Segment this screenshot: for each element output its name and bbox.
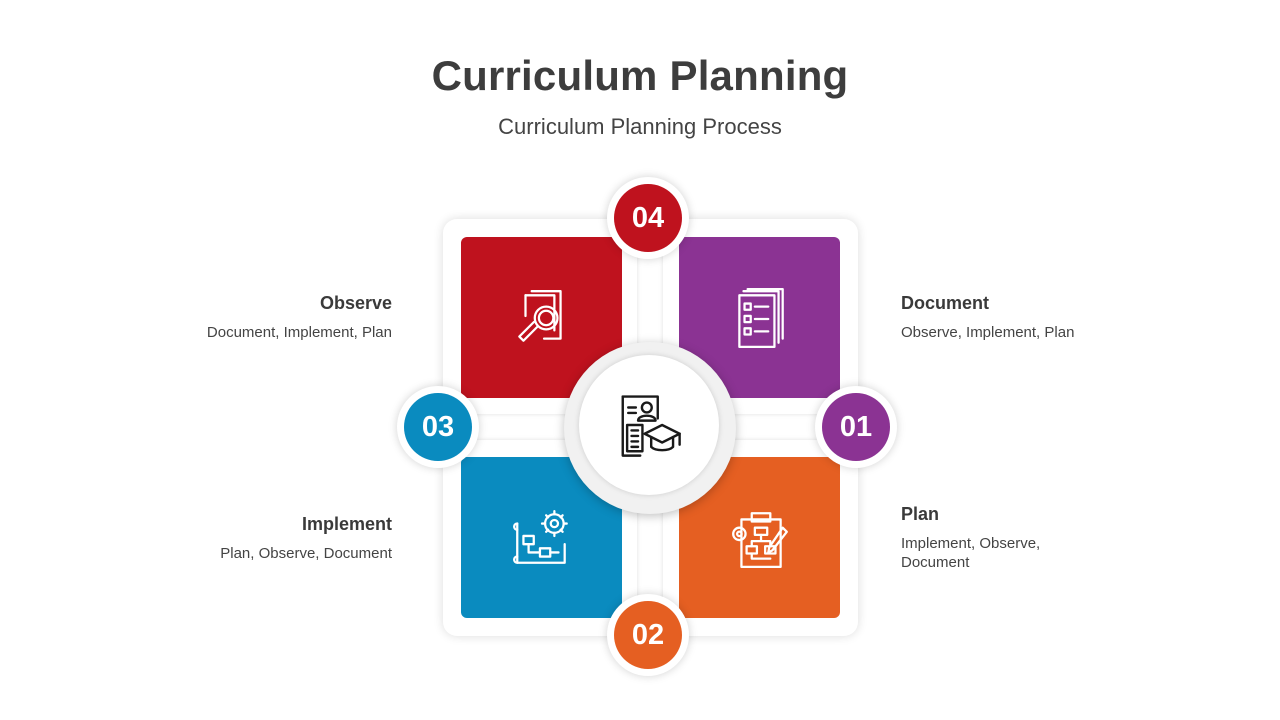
plan-title: Plan — [901, 504, 940, 524]
step-number: 02 — [614, 601, 682, 669]
step-number: 01 — [822, 393, 890, 461]
observe-title: Observe — [319, 293, 392, 313]
magnifier-document-icon — [517, 289, 562, 342]
step-number: 04 — [614, 184, 682, 252]
blueprint-gear-icon — [512, 509, 568, 564]
implement-title: Implement — [301, 514, 392, 534]
step-badge-01: 01 — [815, 386, 897, 468]
flowchart-plan-icon — [731, 511, 788, 568]
document-description: Observe, Implement, Plan — [901, 324, 1075, 341]
center-emblem — [564, 342, 736, 514]
page-subtitle: Curriculum Planning Process — [498, 114, 782, 139]
document-title: Document — [901, 293, 990, 313]
step-number: 03 — [404, 393, 472, 461]
plan-description-line1: Implement, Observe, — [901, 535, 1041, 552]
step-badge-03: 03 — [397, 386, 479, 468]
plan-description-line2: Document — [901, 554, 970, 571]
observe-description: Document, Implement, Plan — [206, 324, 392, 341]
implement-description: Plan, Observe, Document — [220, 545, 392, 562]
step-badge-02: 02 — [607, 594, 689, 676]
page-title: Curriculum Planning — [431, 52, 849, 99]
step-badge-04: 04 — [607, 177, 689, 259]
resume-graduation-icon — [621, 395, 681, 457]
checklist-documents-icon — [737, 287, 784, 348]
center-disc — [579, 355, 719, 495]
